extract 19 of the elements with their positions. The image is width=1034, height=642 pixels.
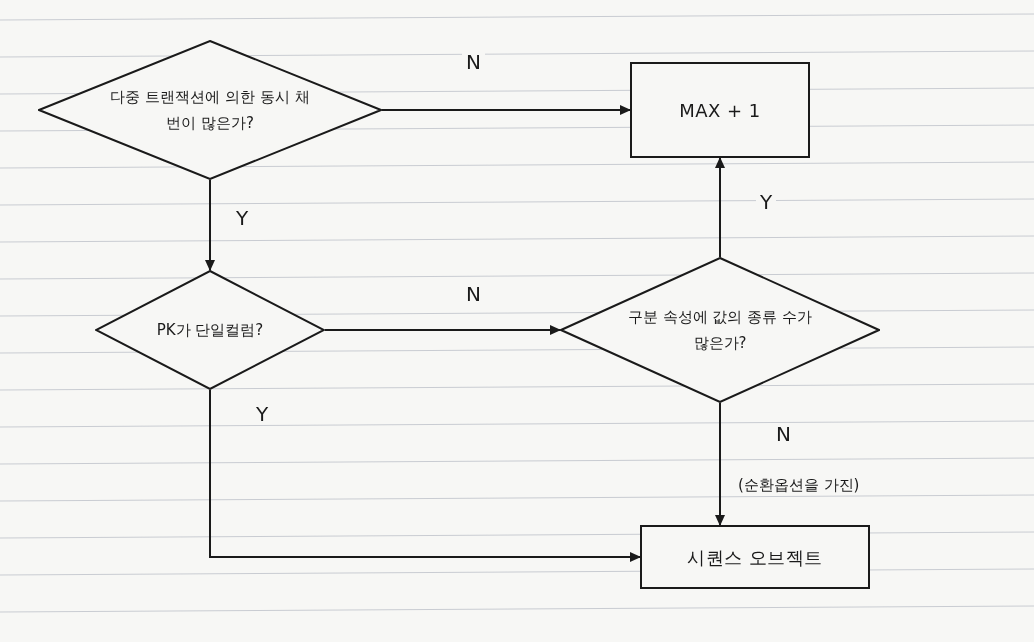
process-text: MAX + 1 [679, 98, 761, 123]
process-box [640, 525, 870, 589]
arrow [205, 179, 215, 271]
decision-text: PK가 단일컬럼? [156, 320, 264, 341]
decision-text: 구분 속성에 값의 종류 수가 많은가? [626, 307, 814, 354]
decision-text: 다중 트랜잭션에 의한 동시 채번이 많은가? [109, 87, 311, 134]
arrow [209, 389, 641, 562]
decision-diamond [560, 257, 880, 403]
arrow [381, 105, 631, 115]
node-note: (순환옵션을 가진) [738, 475, 860, 496]
decision-diamond [95, 270, 325, 390]
edge-label: N [462, 52, 485, 72]
arrow [715, 157, 725, 258]
arrow [324, 325, 561, 335]
decision-diamond [38, 40, 382, 180]
process-text: 시퀀스 오브젝트 [687, 545, 823, 570]
edge-label: Y [756, 192, 777, 212]
process-box [630, 62, 810, 158]
arrow [715, 402, 725, 526]
